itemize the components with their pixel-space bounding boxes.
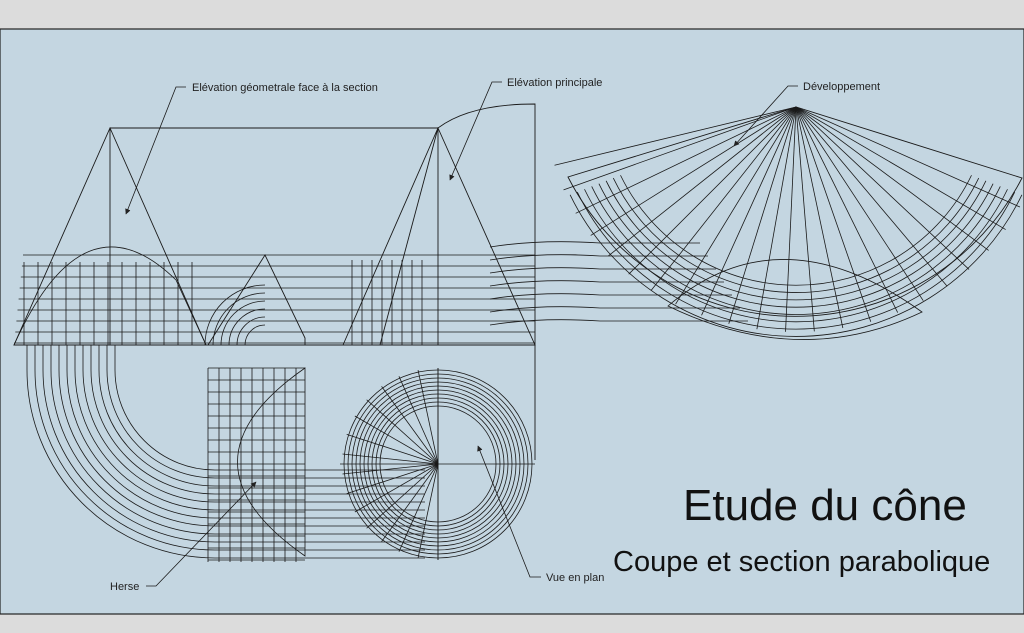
herse-arc <box>114 345 425 471</box>
generatrix <box>795 106 948 287</box>
plan-ray <box>342 453 439 465</box>
plan-ray <box>417 463 439 558</box>
plan-ray <box>381 386 439 465</box>
plan-view <box>340 368 535 560</box>
generatrix <box>675 106 797 305</box>
plan-ray <box>381 463 439 542</box>
development-arc <box>584 189 1008 323</box>
herse-arc <box>74 345 425 511</box>
herse-arc <box>98 345 425 487</box>
development-arc <box>620 175 972 286</box>
development-arc <box>591 186 1001 315</box>
development-arc <box>612 177 980 293</box>
generatrix <box>785 106 797 332</box>
generatrix <box>795 106 924 301</box>
generatrix <box>795 106 970 270</box>
construction-lines <box>14 103 748 460</box>
generatrix <box>795 106 844 329</box>
profile-arc <box>212 292 266 346</box>
development-arc <box>576 191 1016 330</box>
plan-ray <box>354 415 439 465</box>
plan-ray <box>354 463 439 513</box>
plan-ray <box>417 370 439 465</box>
label-developpement: Développement <box>803 81 880 93</box>
profile-arc <box>220 300 266 346</box>
herse-arc <box>90 345 425 495</box>
generatrix <box>554 106 797 166</box>
herse-grid <box>207 367 305 562</box>
plan-ray <box>346 463 439 495</box>
drawing-title: Etude du cône <box>683 481 967 530</box>
drawing-subtitle: Coupe et section parabolique <box>613 546 990 578</box>
herse-arc <box>82 345 425 503</box>
generatrix <box>563 106 797 191</box>
development-outline <box>567 106 1023 317</box>
plan-ray <box>366 399 439 465</box>
plan-ray <box>398 376 439 465</box>
development-generatrices <box>554 106 1023 337</box>
intermediate-profile <box>204 254 306 346</box>
generatrix <box>795 106 872 322</box>
generatrix <box>795 106 899 313</box>
generatrix <box>728 106 797 324</box>
herse-arc <box>26 345 425 559</box>
transfer-line <box>489 267 716 274</box>
transfer-line <box>489 241 700 248</box>
generatrix <box>756 106 797 330</box>
herse-arc <box>34 345 425 551</box>
herse-arc <box>50 345 425 535</box>
generatrix <box>590 106 797 236</box>
label-herse: Herse <box>110 581 139 593</box>
herse-arcs <box>26 345 425 559</box>
generatrix <box>795 106 1006 230</box>
plan-ray <box>398 463 439 552</box>
left-cone-hatch <box>23 262 193 345</box>
plan-rays <box>342 368 439 560</box>
callouts: Elévation géometrale face à la section E… <box>110 77 880 593</box>
herse-arc <box>42 345 425 543</box>
development-arc <box>605 180 987 301</box>
herse-parabola <box>237 367 306 557</box>
label-elevation-section: Elévation géometrale face à la section <box>192 82 378 94</box>
elevation-section-view <box>13 126 207 346</box>
label-elevation-principal: Elévation principale <box>507 77 602 89</box>
generatrix <box>795 106 815 332</box>
transfer-line <box>489 280 724 287</box>
top-band <box>0 0 1024 29</box>
mid-cone-hatch <box>351 260 423 345</box>
plan-ray <box>346 433 439 465</box>
transfer-line <box>489 306 740 313</box>
development-arc <box>569 194 1023 337</box>
generatrix <box>650 106 797 291</box>
development-arc <box>598 183 994 308</box>
herse-arc <box>106 345 425 479</box>
herse-arc <box>58 345 425 527</box>
transfer-line <box>489 319 748 326</box>
herse-view <box>26 345 425 562</box>
plan-ray <box>366 463 439 529</box>
horizontal-construction-lines <box>14 241 748 344</box>
profile-arc <box>236 316 266 346</box>
parabolic-section-left <box>13 246 207 346</box>
developpement-view <box>554 106 1023 340</box>
plan-ray <box>342 463 439 475</box>
generatrix <box>575 106 797 214</box>
intermediate-arcs <box>204 284 266 346</box>
drawing-sheet <box>0 28 1024 615</box>
generatrix <box>628 106 797 275</box>
development-parabolic-section <box>667 259 923 340</box>
transfer-line <box>489 293 732 300</box>
profile-arc <box>244 324 266 346</box>
transfer-line <box>489 254 708 261</box>
bottom-band <box>0 614 1024 633</box>
generatrix <box>701 106 797 316</box>
profile-arc <box>204 284 266 346</box>
label-vue-en-plan: Vue en plan <box>546 572 604 584</box>
generatrix <box>795 106 1021 208</box>
herse-arc <box>66 345 425 519</box>
